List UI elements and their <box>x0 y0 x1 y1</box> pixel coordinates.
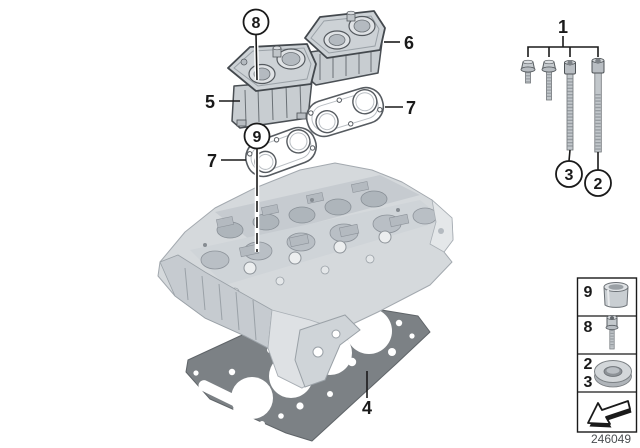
leader-lines <box>219 34 599 398</box>
housing-left-part[interactable] <box>227 43 317 129</box>
callouts: 1 8 9 5 6 7 7 4 3 2 <box>205 8 612 418</box>
bolt-longest-icon <box>591 57 605 153</box>
legend-row-washer[interactable]: 2 3 <box>584 356 632 391</box>
callout-3[interactable]: 3 <box>565 167 574 184</box>
callout-4[interactable]: 4 <box>362 398 372 418</box>
legend-2-label: 2 <box>584 356 593 373</box>
callout-9-circle[interactable] <box>243 122 271 150</box>
profile-gasket-right-part[interactable] <box>302 83 387 140</box>
callout-6[interactable]: 6 <box>404 33 414 53</box>
legend-8-label: 8 <box>584 319 593 336</box>
bolt-set[interactable] <box>520 36 605 153</box>
legend-row-direction[interactable] <box>587 400 632 428</box>
washer-icon <box>594 360 632 388</box>
callout-1[interactable]: 1 <box>558 17 568 37</box>
callout-7-left[interactable]: 7 <box>207 151 217 171</box>
bolt-medium-icon <box>541 59 557 101</box>
bolt-long-icon <box>564 60 576 151</box>
callout-2-circle[interactable] <box>584 169 612 197</box>
callout-9[interactable]: 9 <box>253 129 262 146</box>
callout-8-circle[interactable] <box>242 8 270 36</box>
cylinder-head-part[interactable] <box>157 162 454 389</box>
legend-row-sleeve[interactable]: 9 <box>584 282 629 308</box>
callout-2[interactable]: 2 <box>594 176 603 193</box>
drawing-number: 246049 <box>591 432 631 446</box>
direction-arrow-icon <box>587 400 632 428</box>
callout-7-right[interactable]: 7 <box>406 98 416 118</box>
legend-9-label: 9 <box>584 284 593 301</box>
callout-8[interactable]: 8 <box>252 15 261 32</box>
callout-3-circle[interactable] <box>555 160 583 188</box>
legend-3-label: 3 <box>584 374 593 391</box>
housing-right-part[interactable] <box>304 10 386 86</box>
dowel-sleeve-icon <box>603 282 629 308</box>
legend-row-screw[interactable]: 8 <box>584 315 619 350</box>
bolt-short-icon <box>520 59 536 84</box>
callout-5[interactable]: 5 <box>205 92 215 112</box>
legend-box: 9 8 2 3 <box>576 277 638 433</box>
screw-plug-icon <box>605 315 619 350</box>
